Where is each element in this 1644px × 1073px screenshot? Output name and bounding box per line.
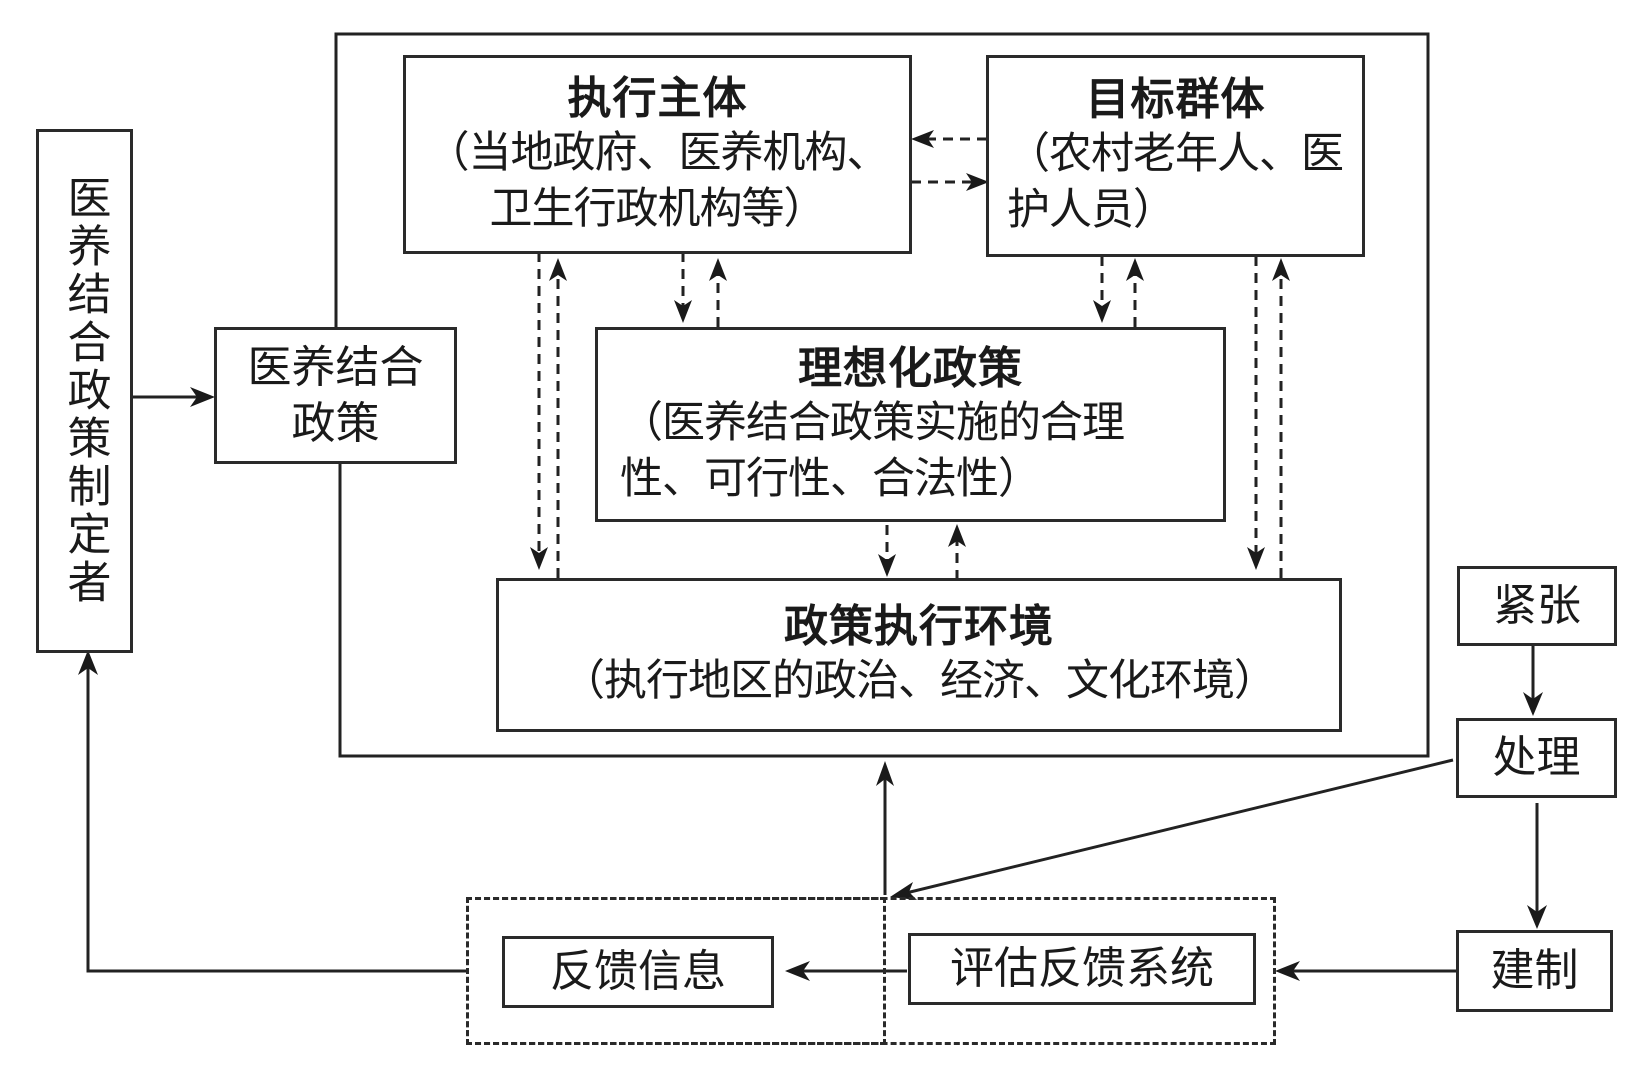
arrowhead-environment-to-ideal — [948, 524, 966, 547]
idealized-policy-detail: （医养结合政策实施的合理性、可行性、合法性） — [620, 397, 1125, 504]
evaluation-system-box: 评估反馈系统 — [908, 933, 1256, 1005]
arrowhead-tension-to-handling — [1523, 692, 1543, 716]
idealized-policy-box: 理想化政策 （医养结合政策实施的合理性、可行性、合法性） — [595, 327, 1226, 522]
executor-box: 执行主体 （当地政府、医养机构、卫生行政机构等） — [403, 55, 912, 254]
arrowhead-executor-to-environment — [530, 547, 548, 570]
feedback-info-label: 反馈信息 — [550, 946, 726, 997]
executor-title: 执行主体 — [567, 72, 748, 124]
feedback-region-right — [466, 897, 1276, 1045]
arrowhead-handling-to-institution — [1527, 905, 1547, 929]
arrowhead-handling-to-feedback-region — [890, 882, 917, 900]
arrowhead-feedback-to-maker — [78, 650, 98, 675]
arrowhead-ideal-to-environment — [878, 554, 896, 577]
arrowhead-environment-to-executor — [549, 258, 567, 281]
feedback-info-box: 反馈信息 — [502, 936, 774, 1008]
environment-title: 政策执行环境 — [784, 601, 1054, 652]
arrowhead-executor-to-target — [966, 173, 989, 191]
implementation-frame — [334, 32, 1430, 758]
arrowhead-maker-to-policy — [190, 387, 215, 407]
policy-maker-label: 医养结合政策制定者 — [59, 175, 111, 607]
arrowhead-target-to-ideal — [1093, 300, 1111, 323]
target-group-box: 目标群体 （农村老年人、医护人员） — [986, 55, 1365, 257]
arrowhead-feedback-region-to-frame — [876, 761, 894, 786]
target-group-title: 目标群体 — [1085, 74, 1266, 125]
target-group-detail: （农村老年人、医护人员） — [1007, 129, 1344, 235]
executor-detail: （当地政府、医养机构、卫生行政机构等） — [426, 127, 890, 234]
environment-box: 政策执行环境 （执行地区的政治、经济、文化环境） — [496, 578, 1342, 732]
arrowhead-target-to-environment — [1247, 547, 1265, 570]
arrowhead-institution-to-evaluation — [1275, 961, 1300, 981]
handling-label: 处理 — [1492, 732, 1581, 783]
institution-label: 建制 — [1490, 945, 1579, 996]
arrowhead-ideal-to-executor — [709, 258, 727, 281]
institution-box: 建制 — [1456, 930, 1613, 1012]
environment-detail: （执行地区的政治、经济、文化环境） — [562, 656, 1277, 706]
evaluation-system-label: 评估反馈系统 — [950, 943, 1214, 994]
arrowhead-evaluation-to-feedback — [785, 961, 810, 981]
policy-box: 医养结合政策 — [214, 327, 457, 464]
arrowhead-target-to-executor — [911, 130, 934, 148]
arrowhead-environment-to-target — [1272, 258, 1290, 281]
policy-maker-box: 医养结合政策制定者 — [36, 129, 133, 653]
idealized-policy-title: 理想化政策 — [798, 342, 1023, 394]
arrowhead-ideal-to-target — [1126, 258, 1144, 281]
tension-box: 紧张 — [1457, 566, 1617, 646]
policy-label: 医养结合政策 — [247, 341, 424, 449]
arrow-handling-to-feedback-region — [905, 758, 1454, 895]
arrow-feedback-to-maker — [86, 665, 467, 973]
arrowhead-executor-to-ideal — [674, 300, 692, 323]
tension-label: 紧张 — [1493, 580, 1581, 631]
handling-box: 处理 — [1456, 718, 1617, 798]
